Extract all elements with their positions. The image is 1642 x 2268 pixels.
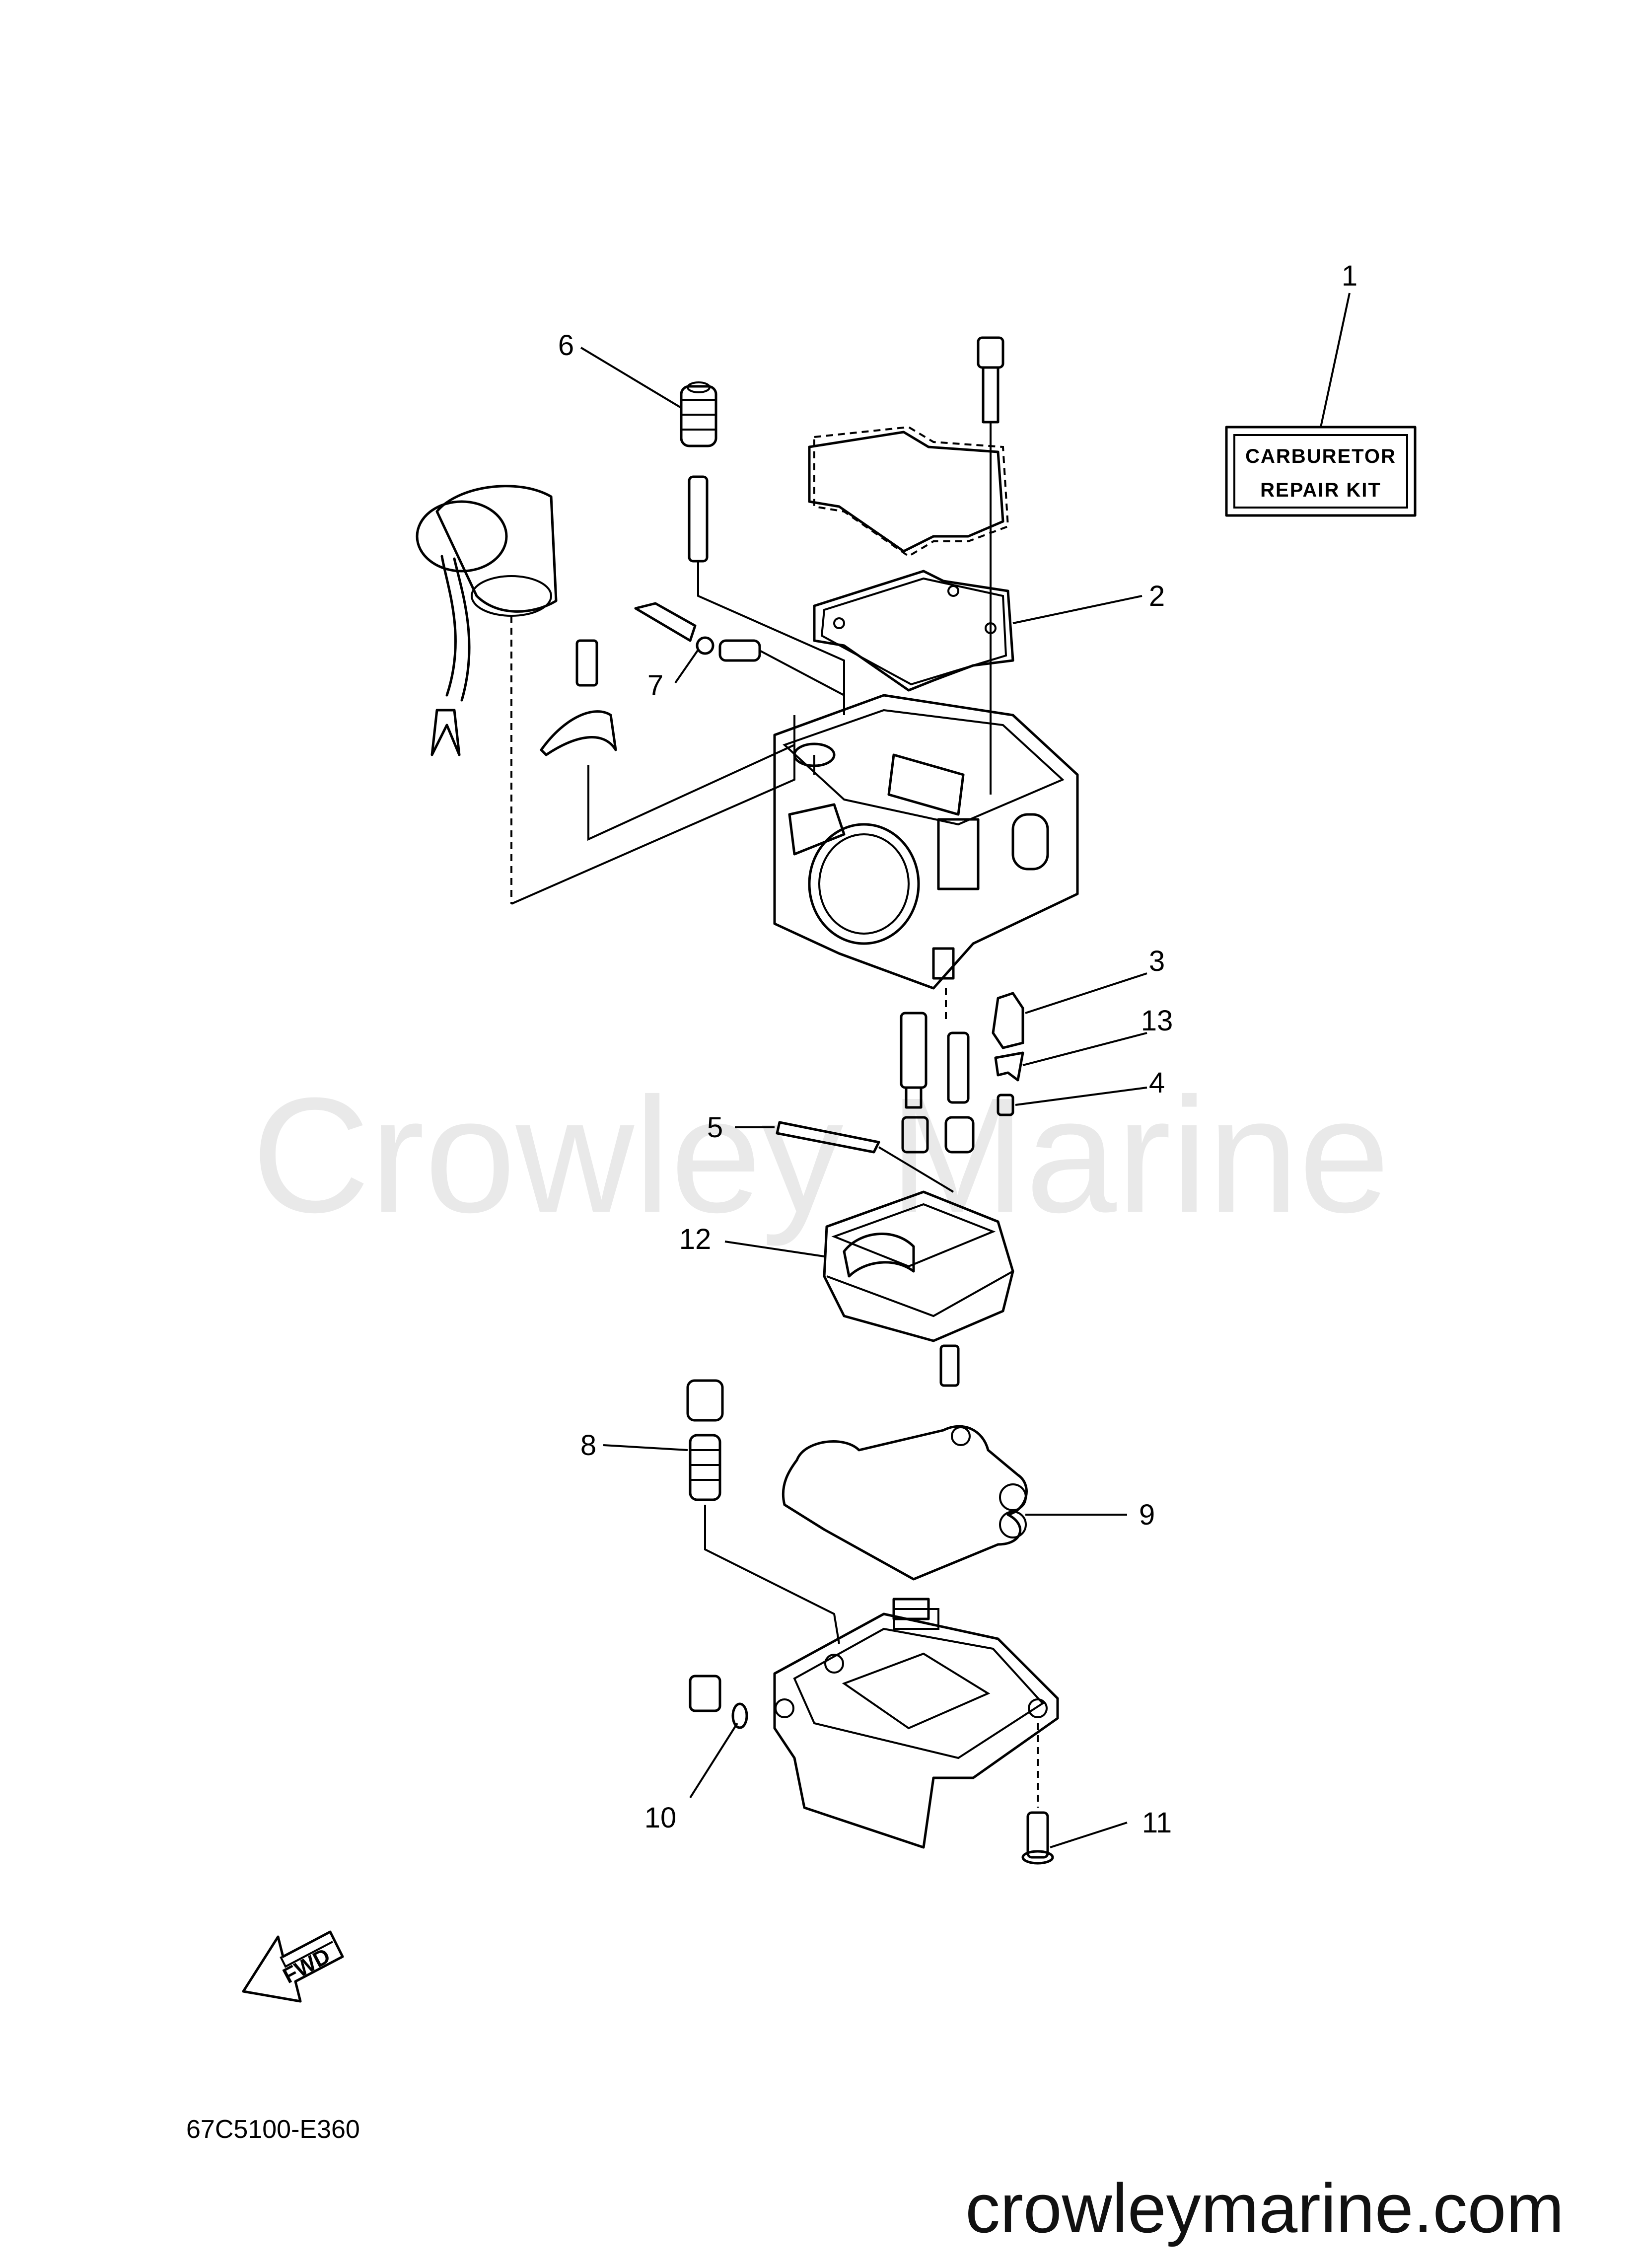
callout-12: 12 [679, 1223, 712, 1255]
choke-solenoid[interactable] [416, 485, 558, 756]
part-10-drain-screw[interactable] [689, 1675, 748, 1729]
pilot-jet[interactable] [947, 1031, 970, 1104]
fwd-label: FWD [279, 1944, 334, 1988]
callout-7: 7 [647, 669, 663, 702]
carburetor-body[interactable] [773, 694, 1079, 990]
callout-10: 10 [644, 1802, 677, 1834]
website-url[interactable]: crowleymarine.com [965, 2169, 1564, 2247]
main-jet[interactable] [900, 1012, 928, 1109]
callout-5: 5 [707, 1111, 723, 1144]
callout-11: 11 [1142, 1807, 1172, 1839]
callout-4: 4 [1149, 1067, 1165, 1099]
part-3-needle-valve[interactable] [992, 992, 1024, 1049]
callout-8: 8 [580, 1429, 596, 1462]
callout-2: 2 [1149, 580, 1165, 612]
kit-label-line2: REPAIR KIT [1260, 479, 1381, 501]
part-9-gasket[interactable] [782, 1425, 1028, 1581]
part-8-spring[interactable] [686, 1379, 724, 1501]
part-6-cap[interactable] [680, 381, 717, 447]
callout-13: 13 [1141, 1005, 1173, 1037]
part-11-screw[interactable] [1021, 1811, 1054, 1865]
callout-3: 3 [1149, 945, 1165, 977]
part-5-float-pin[interactable] [776, 1121, 880, 1154]
callout-1: 1 [1342, 260, 1357, 292]
part-13-clip[interactable] [994, 1051, 1024, 1082]
part-4-screw[interactable] [997, 1094, 1014, 1116]
float-bowl[interactable] [773, 1598, 1059, 1849]
callout-9: 9 [1139, 1499, 1155, 1531]
fwd-arrow-icon: FWD [242, 1930, 344, 2003]
watermark: Crowley Marine [252, 1063, 1390, 1247]
diagram-code: 67C5100-E360 [186, 2115, 360, 2144]
repair-kit-label[interactable]: CARBURETOR REPAIR KIT [1225, 426, 1417, 517]
top-cover-screw[interactable] [977, 336, 1004, 424]
callout-6: 6 [558, 329, 574, 362]
part-12-float[interactable] [823, 1190, 1014, 1342]
kit-label-line1: CARBURETOR [1245, 445, 1396, 467]
